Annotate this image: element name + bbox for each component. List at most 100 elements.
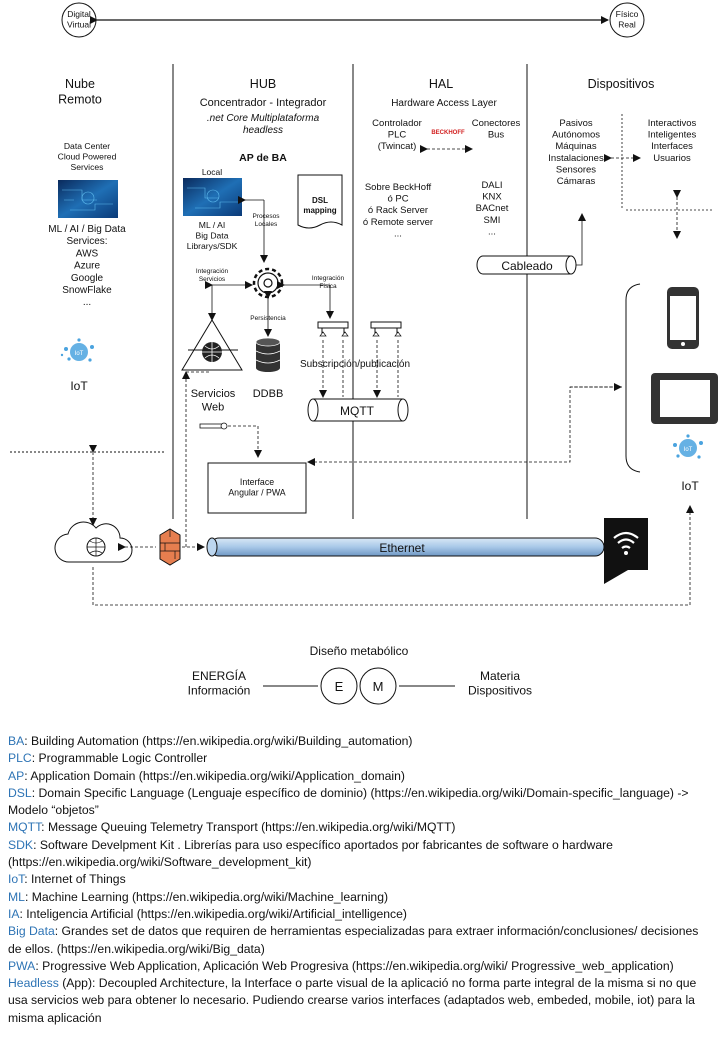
interface-box bbox=[207, 462, 307, 514]
hub-title: HUB bbox=[250, 77, 276, 91]
glossary-definition: : Progressive Web Application, Aplicació… bbox=[35, 958, 674, 973]
glossary-definition: : Inteligencia Artificial (https://en.wi… bbox=[19, 906, 407, 921]
tablet-icon bbox=[651, 373, 718, 424]
glossary-definition: : Building Automation (https://en.wikipe… bbox=[24, 734, 413, 748]
hal-title: HAL bbox=[429, 77, 453, 91]
glossary-entry: BA: Building Automation (https://en.wiki… bbox=[8, 733, 714, 750]
beckhoff-logo: BECKHOFF bbox=[431, 130, 465, 136]
svg-text:IoT: IoT bbox=[684, 447, 693, 453]
glossary-definition: : Internet of Things bbox=[24, 872, 126, 887]
hal-subtitle: Hardware Access Layer bbox=[391, 98, 497, 109]
nube-iot-label: IoT bbox=[70, 379, 88, 393]
firewall-icon bbox=[159, 528, 181, 566]
glossary-term: IoT bbox=[8, 872, 25, 887]
glossary-definition: (App): Decoupled Architecture, la Interf… bbox=[8, 976, 697, 1025]
glossary: BA: Building Automation (https://en.wiki… bbox=[8, 733, 714, 1027]
ethernet-cable: Ethernet bbox=[206, 537, 605, 557]
iot-cloud-icon: IoT bbox=[60, 338, 94, 362]
database-icon bbox=[255, 337, 281, 372]
mqtt-label: MQTT bbox=[340, 404, 375, 418]
hub-column: HUB Concentrador - Integrador .net Core … bbox=[181, 77, 410, 514]
iot-device-icon: IoT bbox=[673, 434, 703, 459]
dispositivos-iot-label: IoT bbox=[681, 479, 699, 493]
glossary-entry: DSL: Domain Specific Language (Lenguaje … bbox=[8, 785, 714, 820]
mqtt-cylinder: MQTT bbox=[307, 398, 409, 422]
glossary-entry: ML: Machine Learning (https://en.wikiped… bbox=[8, 889, 714, 906]
wifi-icon bbox=[604, 518, 648, 584]
datacenter-image bbox=[58, 180, 118, 218]
glossary-definition: : Programmable Logic Controller bbox=[31, 751, 208, 766]
glossary-entry: PWA: Progressive Web Application, Aplica… bbox=[8, 958, 714, 975]
glossary-entry: MQTT: Message Queuing Telemetry Transpor… bbox=[8, 819, 714, 836]
gear-icon bbox=[252, 267, 284, 299]
cableado-scroll: Cableado bbox=[476, 255, 577, 275]
glossary-definition: : Application Domain (https://en.wikiped… bbox=[24, 768, 405, 783]
ethernet-label: Ethernet bbox=[379, 541, 425, 555]
svg-text:IoT: IoT bbox=[75, 351, 84, 357]
web-services-icon bbox=[181, 319, 243, 371]
glossary-term: IA bbox=[8, 906, 20, 921]
glossary-term: ML bbox=[8, 889, 25, 904]
glossary-definition: : Domain Specific Language (Lenguaje esp… bbox=[8, 785, 689, 818]
glossary-term: PLC bbox=[8, 751, 32, 766]
plug-icon bbox=[199, 422, 228, 430]
smartphone-icon bbox=[667, 287, 699, 349]
subscripcion-label: Subscripción/publicación bbox=[300, 359, 410, 370]
internet-cloud-icon bbox=[54, 521, 133, 563]
glossary-definition: : Software Develpment Kit . Librerías pa… bbox=[8, 837, 613, 870]
glossary-term: BA bbox=[8, 734, 25, 748]
glossary-entry: PLC: Programmable Logic Controller bbox=[8, 750, 714, 767]
column-separators bbox=[10, 64, 528, 519]
glossary-term: MQTT bbox=[8, 820, 42, 835]
glossary-term: SDK bbox=[8, 837, 34, 852]
glossary-entry: Big Data: Grandes set de datos que requi… bbox=[8, 923, 714, 958]
glossary-entry: SDK: Software Develpment Kit . Librerías… bbox=[8, 837, 714, 872]
glossary-term: Headless bbox=[8, 976, 59, 991]
glossary-definition: : Grandes set de datos que requiren de h… bbox=[8, 924, 699, 956]
subscription-bus-icons bbox=[317, 321, 402, 337]
glossary-term: PWA bbox=[8, 958, 36, 973]
glossary-entry: AP: Application Domain (https://en.wikip… bbox=[8, 768, 714, 785]
ap-de-ba-label: AP de BA bbox=[239, 152, 287, 164]
glossary-term: DSL bbox=[8, 785, 32, 800]
glossary-definition: : Machine Learning (https://en.wikipedia… bbox=[24, 889, 389, 904]
glossary-entry: IoT: Internet of Things bbox=[8, 871, 714, 888]
hub-subtitle: Concentrador - Integrador bbox=[200, 97, 327, 109]
glossary-term: AP bbox=[8, 768, 25, 783]
local-ai-image bbox=[183, 178, 242, 216]
local-label: Local bbox=[202, 167, 222, 177]
glossary-definition: : Message Queuing Telemetry Transport (h… bbox=[41, 820, 456, 835]
dispositivos-title: Dispositivos bbox=[588, 77, 655, 91]
metabolico-m: M bbox=[373, 679, 384, 694]
metabolico-e: E bbox=[335, 679, 344, 694]
cableado-label: Cableado bbox=[501, 259, 553, 273]
glossary-entry: Headless (App): Decoupled Architecture, … bbox=[8, 975, 714, 1027]
ddbb-label: DDBB bbox=[253, 388, 284, 400]
metabolico-title: Diseño metabólico bbox=[310, 644, 409, 658]
